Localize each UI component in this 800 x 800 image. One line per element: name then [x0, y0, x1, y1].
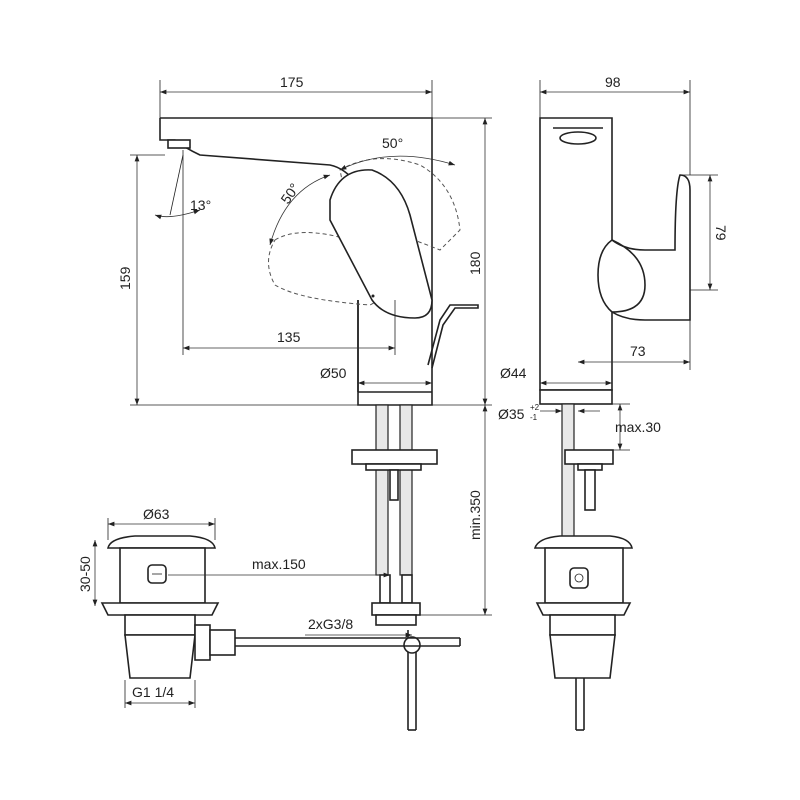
dim-base-44: Ø44	[500, 365, 527, 381]
waste-side	[100, 535, 461, 679]
waste-dimensions: Ø63 30-50 max.150 2xG3/8 G1 1/4	[77, 506, 412, 708]
dim-2xg38: 2xG3/8	[308, 616, 353, 632]
front-view-supply	[533, 403, 633, 731]
tol-plus: +2	[530, 403, 540, 412]
dim-base-50: Ø50	[320, 365, 347, 381]
side-dimensions: 175 159 180 135 Ø50 13° 50° 50° min.350	[117, 74, 492, 616]
dim-79: 79	[713, 225, 729, 241]
dim-175: 175	[280, 74, 304, 90]
dim-180: 180	[467, 251, 483, 275]
dim-159: 159	[117, 266, 133, 290]
dim-73: 73	[630, 343, 646, 359]
dim-hole-35: Ø35	[498, 406, 525, 422]
dim-g114: G1 1/4	[132, 684, 174, 700]
dim-max-150: max.150	[252, 556, 306, 572]
dim-135: 135	[277, 329, 301, 345]
dim-max-30: max.30	[615, 419, 661, 435]
angle-50-left: 50°	[277, 180, 302, 207]
dim-min-350: min.350	[467, 490, 483, 540]
tol-minus: -1	[530, 413, 538, 422]
dim-30-50: 30-50	[77, 556, 93, 592]
front-dimensions: 98 79 73 Ø44 Ø35 +2 -1 max.30	[498, 74, 729, 451]
angle-13: 13°	[190, 197, 211, 213]
lever	[329, 169, 433, 319]
side-view-faucet	[159, 117, 479, 406]
front-view-faucet	[539, 117, 691, 405]
dim-waste-63: Ø63	[143, 506, 170, 522]
side-view-supply	[351, 404, 438, 731]
angle-50-right: 50°	[382, 135, 403, 151]
dim-98: 98	[605, 74, 621, 90]
